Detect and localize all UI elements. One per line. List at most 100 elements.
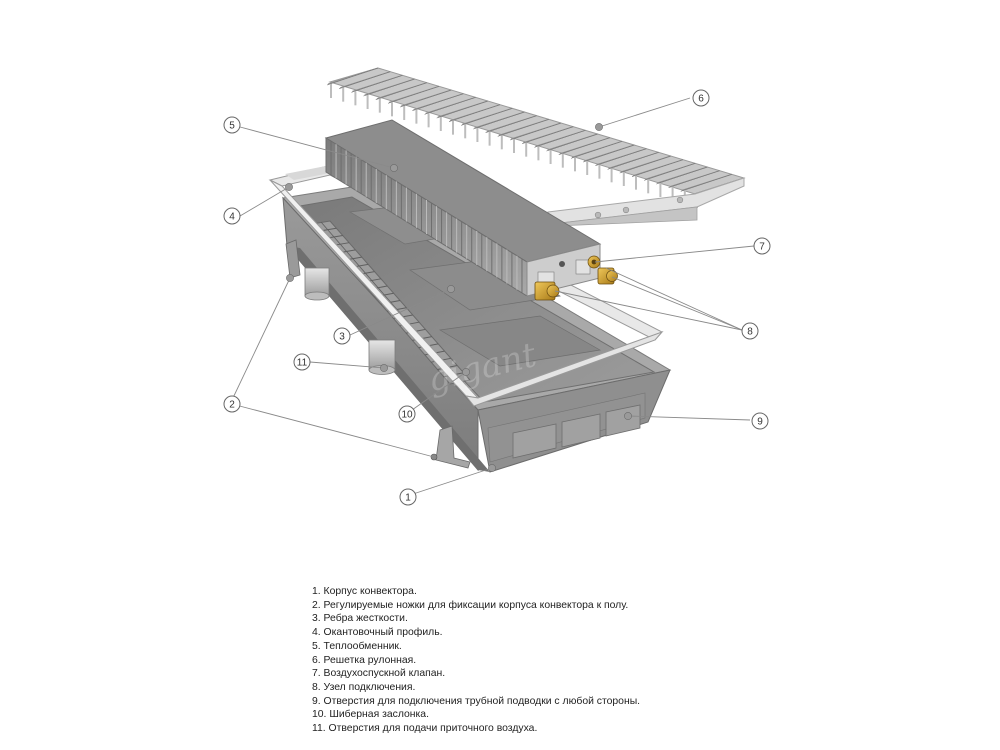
grille-slat-edge [500,135,503,150]
grille-slat [424,97,476,115]
grille-slat-edge [635,175,637,190]
callout-4: 4 [223,207,241,225]
callout-9: 9 [751,412,769,430]
grille-slat [680,174,732,192]
grille-slat-edge [622,172,625,186]
grille-slat [631,159,684,177]
callout-7: 7 [753,237,771,255]
grille-slat-edge [586,161,589,175]
callout-8: 8 [741,322,759,340]
callout-3-label: 3 [339,332,345,343]
grille-slat [375,82,427,100]
grille-slat [497,119,549,137]
grille-slat-edge [659,183,662,197]
grille-slat-edge [549,150,552,164]
convector-exploded-diagram: gigant 6 5 4 [223,67,771,506]
parts-legend: 1. Корпус конвектора. 2. Регулируемые но… [312,585,872,736]
grille-slat [461,108,513,126]
callout-6-label: 6 [698,94,704,105]
grille-slat [412,93,464,111]
grille-slat [570,141,623,159]
grille-slat [509,122,562,141]
grille-slat-edge [488,131,491,146]
callout-7-label: 7 [759,242,765,253]
grille-slat-edge [378,98,381,113]
grille-slat [558,137,610,155]
convector-housing [282,185,672,473]
grille-slat [485,115,537,133]
grille-slat [546,133,598,152]
callout-10: 10 [398,405,416,423]
grille-slat-edge [561,153,564,168]
leader-dots [285,123,632,472]
legend-item: 4. Окантовочный профиль. [312,627,443,639]
callout-5: 5 [223,116,241,134]
edging-profile-frame [268,163,664,407]
callout-2-label: 2 [229,400,235,411]
grille-slat-edge [415,109,418,124]
legend-item: 7. Воздухоспускной клапан. [312,668,446,680]
grille-slat-edge [452,120,454,135]
legend-item: 6. Решетка рулонная. [312,654,417,666]
legend-item: 11. Отверстия для подачи приточного возд… [312,723,538,735]
grille-slat-edge [366,95,369,109]
grille-slat [351,75,403,93]
grille-slat-edge [391,102,393,117]
legend-item: 8. Узел подключения. [312,681,416,693]
legend-item: 9. Отверстия для подключения трубной под… [312,695,641,707]
grille-slat [583,144,635,163]
grille-slat [595,148,647,166]
air-vent-valve [587,255,601,269]
grille-slat [448,104,501,122]
grille-slat [668,170,720,188]
grille-slat-edge [647,179,650,194]
legend-item: 5. Теплообменник. [312,640,402,652]
grille-slat [522,126,574,144]
callout-3: 3 [333,327,351,345]
grille-slat-edge [403,106,406,120]
grille-slat [619,155,671,174]
grille-slat-edge [439,117,442,131]
grille-slat-edge [330,84,332,98]
grille-slat [644,163,696,181]
callout-1: 1 [399,488,417,506]
grille-slat-edge [354,91,357,106]
grille-slat [326,67,379,86]
grille-slat [473,111,525,130]
callout-11: 11 [293,353,311,371]
legend-item: 10. Шиберная заслонка. [312,709,429,721]
grille-slat [387,86,440,104]
grille-slat-edge [513,139,515,153]
callout-8-label: 8 [747,327,753,338]
adjustable-legs [285,239,471,469]
callout-4-label: 4 [229,212,235,223]
leader-lines [231,97,755,496]
grille-slat-edge [476,128,479,142]
grille-slat [607,152,659,170]
grille-slat [363,78,415,97]
grille-slat-edge [464,124,467,139]
grille-slat [400,89,452,108]
grille-slat-edge [610,168,613,183]
grille-slat-edge [537,146,540,161]
grille-slat-edge [342,87,345,102]
callout-11-label: 11 [297,358,308,369]
callout-10-label: 10 [401,410,413,421]
callout-9-label: 9 [757,417,763,428]
callout-1-label: 1 [405,493,411,504]
legend-item: 2. Регулируемые ножки для фиксации корпу… [312,599,629,611]
grille-slat-edge [598,164,601,179]
grille-slat [534,130,586,148]
callout-6: 6 [692,89,710,107]
grille-slat [339,71,391,89]
callout-2: 2 [223,395,241,413]
legend-item: 3. Ребра жесткости. [312,613,408,625]
grille-slat-edge [427,113,430,128]
grille-slat [436,100,488,119]
grille-slat-edge [525,142,528,157]
grille-slat-edge [574,157,576,172]
grille-slat [656,166,708,185]
legend-item: 1. Корпус конвектора. [312,586,417,597]
callout-5-label: 5 [229,121,235,132]
